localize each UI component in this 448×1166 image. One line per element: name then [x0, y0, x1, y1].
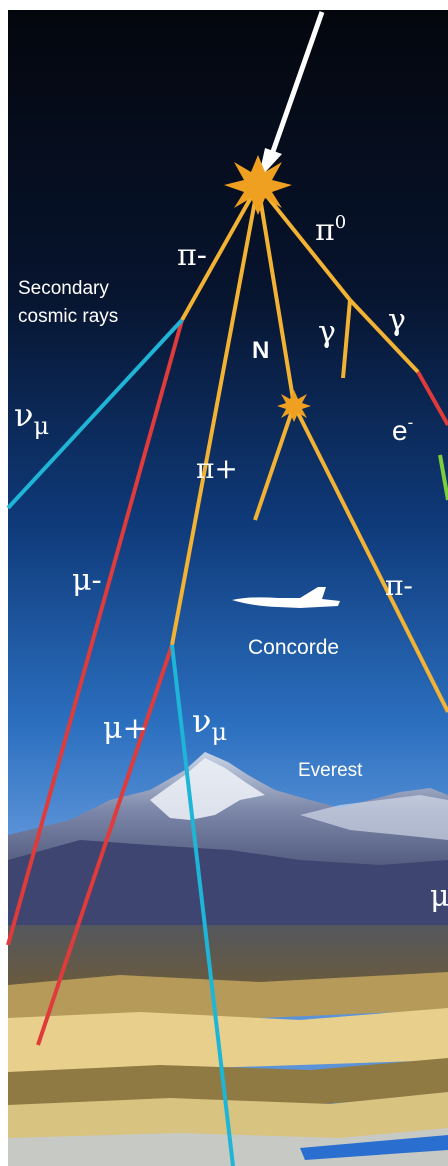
electron-track-red: [416, 371, 448, 426]
mu-plus-label: μ+: [103, 711, 148, 746]
mu-minus-label: μ-: [72, 563, 102, 598]
nucleon-track: [256, 184, 296, 406]
electron-track-green: [438, 454, 448, 501]
pi-zero-label: π0: [315, 212, 346, 248]
mountain-ridge-right: [300, 795, 448, 840]
concorde-label: Concorde: [248, 636, 339, 659]
nucleon-label: N: [252, 337, 269, 364]
frame-left: [0, 0, 8, 1166]
frame-top: [0, 0, 448, 10]
mountain-snow: [150, 758, 265, 820]
nu-mu-track-left: [6, 318, 184, 510]
pi-plus-label: π+: [196, 452, 238, 485]
gamma-left-label: γ: [318, 315, 336, 350]
mountain-shadow: [8, 840, 448, 930]
everest-label: Everest: [298, 760, 363, 781]
pi-minus-track-left: [180, 184, 260, 321]
nu-mu-lower-label: νμ: [192, 702, 227, 746]
secondary-cosmic-rays-label-line1: Secondary: [18, 278, 109, 299]
starburst-icon-secondary: [277, 390, 311, 422]
gamma-right-label: γ: [388, 303, 406, 338]
pi-zero-track: [256, 183, 352, 302]
gamma-right-track: [348, 298, 420, 374]
nu-mu-track-lower: [170, 644, 235, 1166]
mu-plus-track: [36, 644, 174, 1046]
ground-layer-2: [8, 1008, 448, 1075]
electron-label: e-: [392, 413, 413, 446]
pi-plus-track: [170, 184, 260, 646]
pi-minus-track-right: [292, 404, 448, 713]
starburst-icon: [224, 155, 292, 215]
ground-layer-3: [8, 1058, 448, 1108]
concorde-silhouette: [232, 587, 340, 608]
nu-mu-left-label: νμ: [14, 396, 49, 440]
incoming-primary-ray: [267, 11, 325, 161]
water-streak: [300, 1135, 448, 1160]
pi-minus-right-label: π-: [385, 569, 413, 602]
mu-right-edge-label: μ: [430, 879, 448, 914]
secondary-cosmic-rays-label-line2: cosmic rays: [18, 306, 118, 327]
ground-layer-1: [8, 972, 448, 1020]
gamma-left-track: [341, 299, 352, 379]
mu-minus-track: [6, 319, 184, 946]
pi-minus-top-label: π-: [177, 238, 207, 273]
secondary-branch-left: [253, 404, 296, 521]
